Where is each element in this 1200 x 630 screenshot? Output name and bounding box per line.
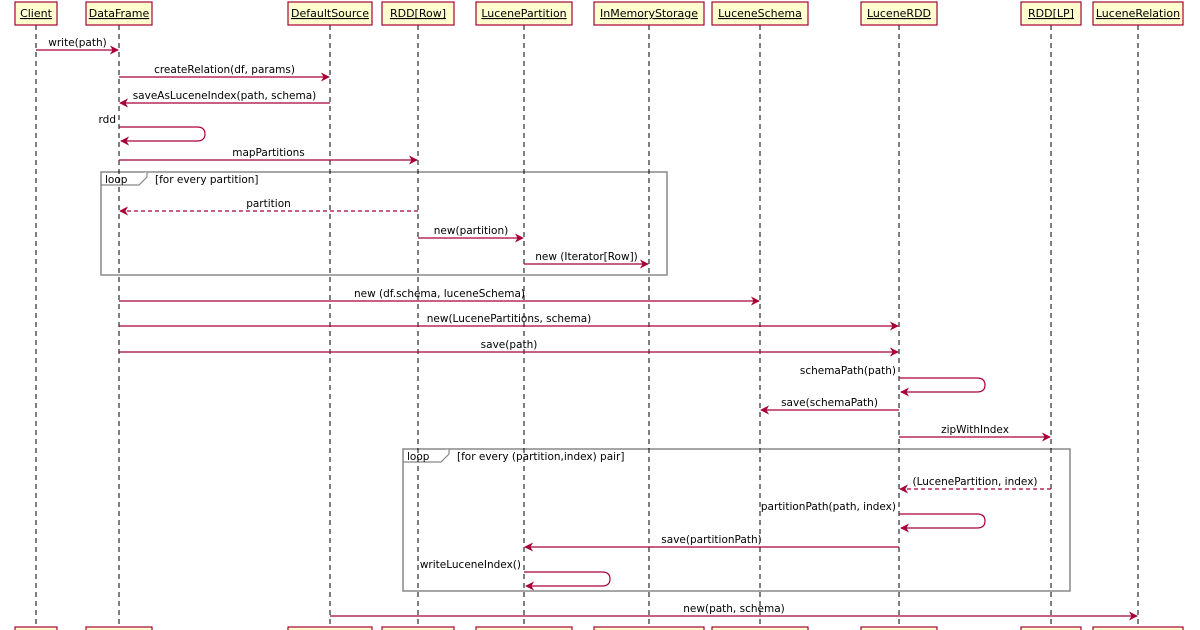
participant-rddlp: RDD[LP] <box>1020 1 1082 26</box>
participant-footer <box>287 626 373 630</box>
message: new(path, schema) <box>330 603 1138 621</box>
message: mapPartitions <box>119 147 418 165</box>
self-message-arrow <box>119 126 206 146</box>
self-message-arrow <box>899 377 986 397</box>
fragment-guard: [for every partition] <box>155 174 259 186</box>
message: schemaPath(path) <box>800 365 986 397</box>
participant-footer <box>593 626 705 630</box>
message-label: saveAsLuceneIndex(path, schema) <box>133 90 317 102</box>
participant-lucenerelation: LuceneRelation <box>1092 1 1184 26</box>
message: partitionPath(path, index) <box>761 501 986 533</box>
participant-footer <box>1020 626 1082 630</box>
participant-label: DataFrame <box>89 7 150 20</box>
message-label: write(path) <box>48 37 106 49</box>
message: new(LucenePartitions, schema) <box>119 313 899 331</box>
message-label: zipWithIndex <box>941 424 1009 436</box>
message-label: save(partitionPath) <box>661 534 761 546</box>
message-label: save(schemaPath) <box>781 397 878 409</box>
message-label: save(path) <box>481 339 538 351</box>
fragment-tab <box>403 449 450 463</box>
message: writeLuceneIndex() <box>420 559 611 591</box>
participant-footer <box>711 626 809 630</box>
fragment-guard: [for every (partition,index) pair] <box>457 451 624 463</box>
message-label: mapPartitions <box>232 147 305 159</box>
message: rdd <box>99 114 206 146</box>
participant-defaultsource: DefaultSource <box>287 1 373 26</box>
participant-label: LuceneRDD <box>867 7 931 20</box>
message-label: (LucenePartition, index) <box>912 476 1037 488</box>
message-label: createRelation(df, params) <box>154 64 295 76</box>
participant-lucenerdd: LuceneRDD <box>860 1 938 26</box>
participant-label: LucenePartition <box>481 7 566 20</box>
participant-footer <box>860 626 938 630</box>
message: saveAsLuceneIndex(path, schema) <box>119 90 330 108</box>
message: createRelation(df, params) <box>119 64 330 82</box>
message-label: schemaPath(path) <box>800 365 896 377</box>
participant-dataframe: DataFrame <box>85 1 153 26</box>
participant-label: Client <box>20 7 53 20</box>
participant-label: RDD[Row] <box>390 7 446 20</box>
message: partition <box>119 198 418 216</box>
loop-fragment: loop [for every partition] <box>100 171 668 276</box>
participant-inmemorystorage: InMemoryStorage <box>593 1 705 26</box>
participant-lucenepartition: LucenePartition <box>475 1 573 26</box>
message: new(partition) <box>418 225 524 243</box>
fragment-tab <box>101 172 148 186</box>
participant-label: RDD[LP] <box>1028 7 1074 20</box>
participant-client: Client <box>14 1 58 26</box>
participant-footer <box>381 626 455 630</box>
participant-rddrow: RDD[Row] <box>381 1 455 26</box>
message: (LucenePartition, index) <box>899 476 1051 494</box>
message-label: rdd <box>99 114 116 126</box>
participant-footer <box>475 626 573 630</box>
participant-luceneschema: LuceneSchema <box>711 1 809 26</box>
participant-footer <box>14 626 58 630</box>
message: new (Iterator[Row]) <box>524 251 649 269</box>
message: write(path) <box>36 37 119 55</box>
self-message-arrow <box>899 513 986 533</box>
participant-label: DefaultSource <box>291 7 369 20</box>
participant-label: LuceneSchema <box>718 7 802 20</box>
fragment-kind: loop <box>105 174 128 186</box>
message: zipWithIndex <box>899 424 1051 442</box>
participant-label: InMemoryStorage <box>600 7 698 20</box>
message-label: partitionPath(path, index) <box>761 501 896 513</box>
message-label: new(path, schema) <box>683 603 784 615</box>
message-label: new(partition) <box>434 225 508 237</box>
message: save(schemaPath) <box>760 397 899 415</box>
message: save(partitionPath) <box>524 534 899 552</box>
participant-footer <box>1092 626 1184 630</box>
message-label: new(LucenePartitions, schema) <box>427 313 592 325</box>
message-label: new (Iterator[Row]) <box>535 251 638 263</box>
participant-label: LuceneRelation <box>1096 7 1180 20</box>
message: save(path) <box>119 339 899 357</box>
message: new (df.schema, luceneSchema) <box>119 288 760 306</box>
message-label: new (df.schema, luceneSchema) <box>354 288 525 300</box>
self-message-arrow <box>524 571 611 591</box>
loop-fragment: loop[for every (partition,index) pair] <box>402 448 1071 592</box>
participant-footer <box>85 626 153 630</box>
message-label: writeLuceneIndex() <box>420 559 521 571</box>
message-label: partition <box>246 198 291 210</box>
